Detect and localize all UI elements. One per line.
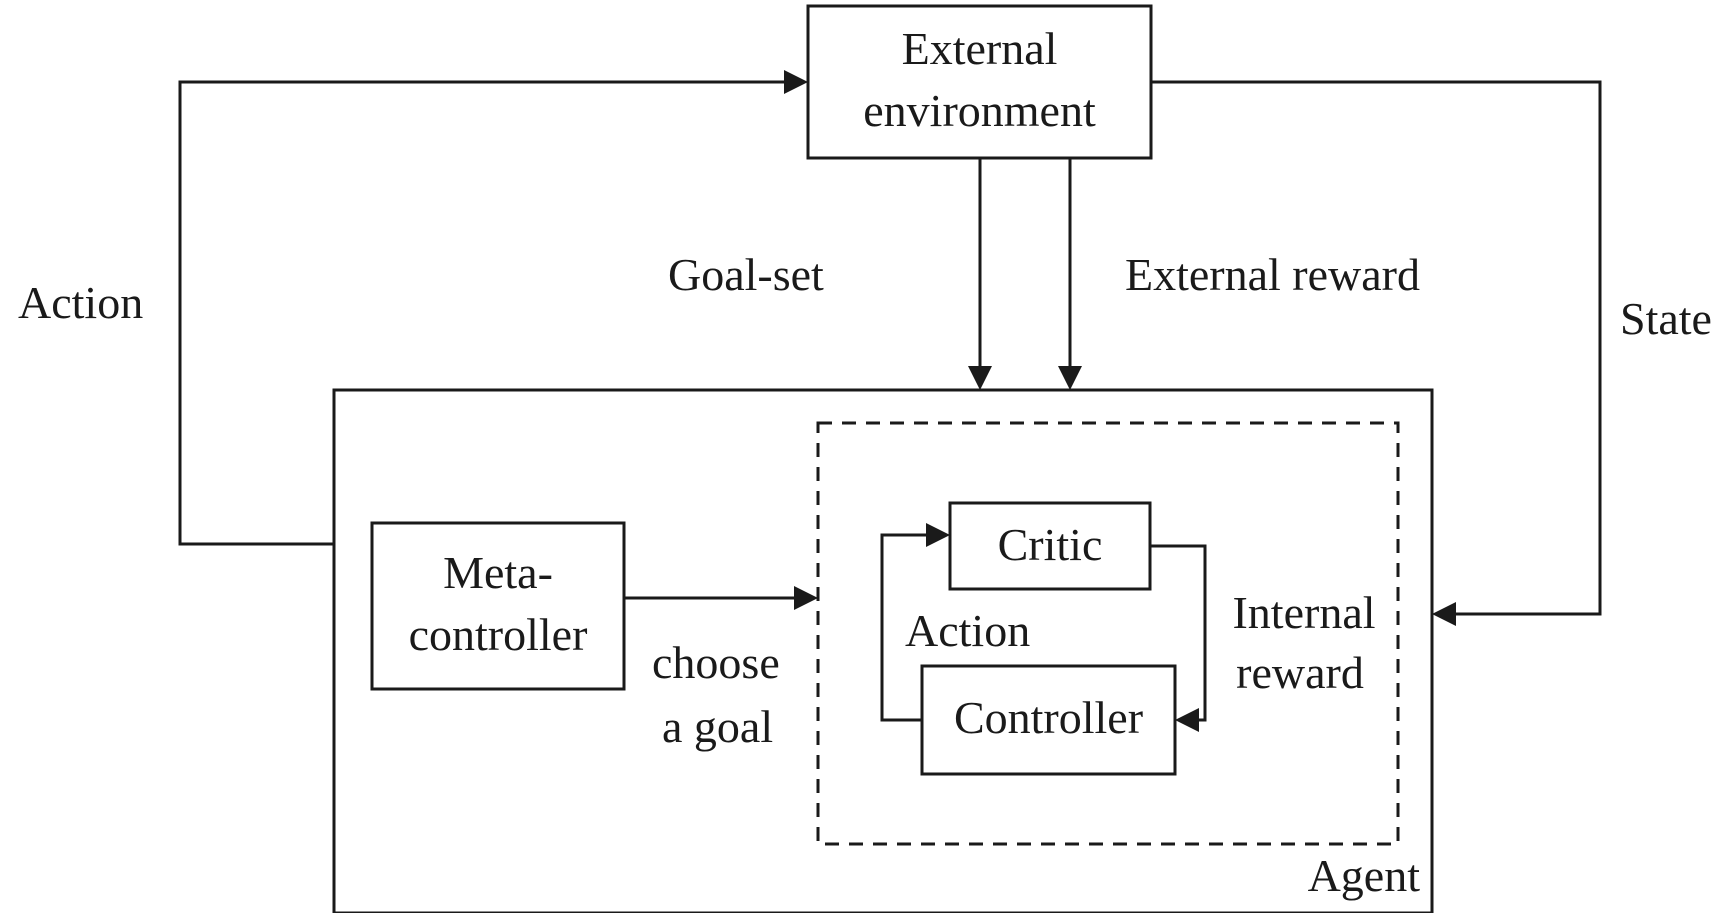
- arrowhead-icon: [926, 523, 950, 547]
- controller-label: Controller: [954, 692, 1143, 743]
- edge-state: State: [1151, 80, 1712, 626]
- state-label: State: [1620, 293, 1712, 344]
- external-environment-label-line2: environment: [863, 85, 1096, 136]
- action-outer-label: Action: [18, 277, 143, 328]
- choose-goal-label-line2: a goal: [662, 701, 773, 752]
- external-environment-label-line1: External: [902, 23, 1058, 74]
- agent-node: Agent: [332, 388, 1434, 913]
- edge-external-reward: External reward: [1058, 158, 1420, 390]
- internal-reward-label-line1: Internal: [1232, 587, 1375, 638]
- meta-controller-label-line2: controller: [409, 609, 588, 660]
- arrowhead-icon: [794, 586, 818, 610]
- choose-goal-label-line1: choose: [652, 637, 780, 688]
- critic-node: Critic: [948, 501, 1152, 591]
- controller-node: Controller: [920, 664, 1177, 776]
- arrowhead-icon: [1432, 602, 1456, 626]
- edge-choose-goal: choose a goal: [624, 586, 818, 752]
- edge-internal-reward: Internal reward: [1150, 544, 1376, 732]
- inner-loop-dashed-region: [816, 421, 1400, 846]
- edge-goal-set: Goal-set: [668, 158, 992, 390]
- meta-controller-label-line1: Meta-: [443, 547, 553, 598]
- goal-set-label: Goal-set: [668, 249, 824, 300]
- edge-action-outer: Action: [18, 70, 808, 546]
- external-reward-label: External reward: [1125, 249, 1420, 300]
- meta-controller-node: Meta- controller: [370, 521, 626, 691]
- arrowhead-icon: [1175, 708, 1199, 732]
- internal-reward-label-line2: reward: [1236, 647, 1364, 698]
- action-inner-label: Action: [905, 605, 1030, 656]
- external-environment-node: External environment: [806, 4, 1153, 160]
- arrowhead-icon: [1058, 366, 1082, 390]
- critic-label: Critic: [998, 519, 1103, 570]
- arrowhead-icon: [784, 70, 808, 94]
- agent-label: Agent: [1308, 850, 1421, 901]
- edge-action-inner: Action: [880, 523, 1030, 722]
- arrowhead-icon: [968, 366, 992, 390]
